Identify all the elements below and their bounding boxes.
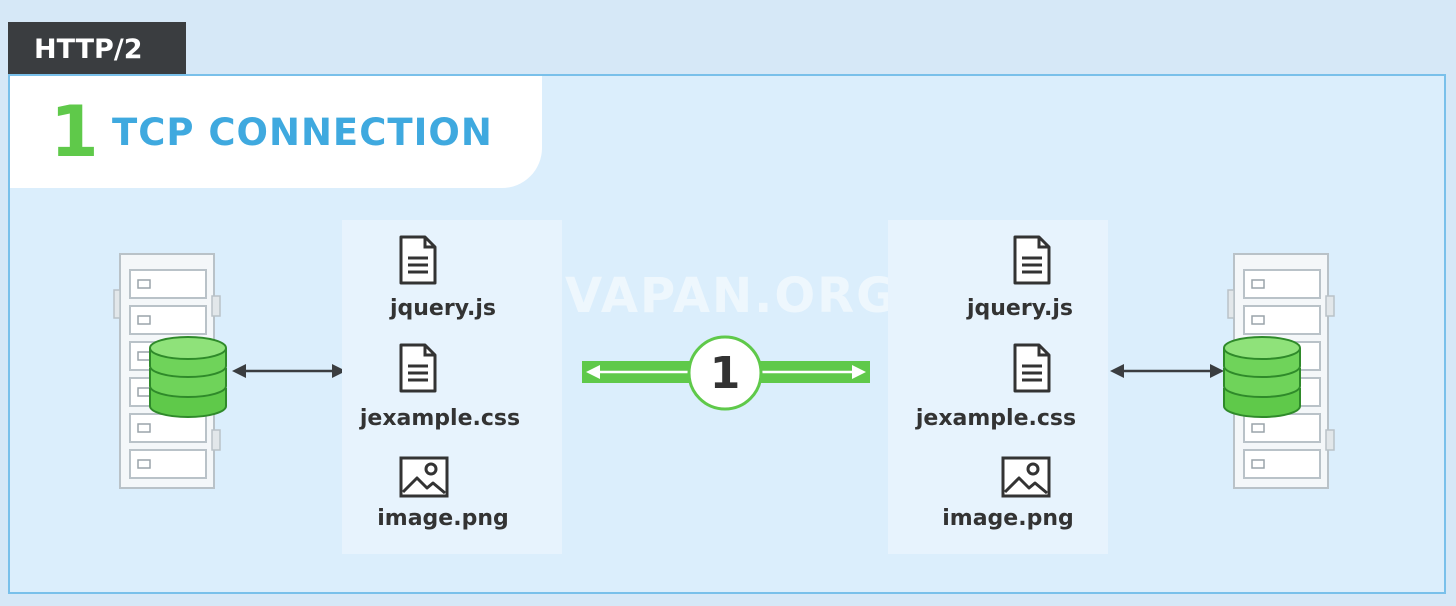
watermark-text: VAPAN.ORG [565, 268, 898, 324]
tcp-connection-arrow: 1 [582, 335, 870, 411]
right-bidirectional-arrow [1110, 364, 1224, 378]
file-name: image.png [377, 506, 509, 531]
connection-count: 1 [710, 348, 741, 399]
image-icon [944, 456, 1108, 498]
document-icon [342, 342, 494, 394]
image-icon [342, 456, 506, 498]
right-files-panel: jquery.js jexample.css image.png [888, 220, 1108, 554]
file-name: jquery.js [966, 296, 1074, 321]
left-files-panel: jquery.js jexample.css image.png [342, 220, 562, 554]
tcp-label: TCP CONNECTION [112, 110, 493, 154]
file-name: jexample.css [359, 406, 521, 431]
file-name: jquery.js [389, 296, 497, 321]
document-icon [956, 234, 1108, 286]
left-bidirectional-arrow [232, 364, 346, 378]
right-database-icon [1223, 336, 1301, 418]
file-name: image.png [942, 506, 1074, 531]
document-icon [956, 342, 1108, 394]
right-server-icon [1223, 253, 1335, 489]
file-name: jexample.css [915, 406, 1077, 431]
left-database-icon [149, 336, 227, 418]
document-icon [342, 234, 494, 286]
protocol-tab: HTTP/2 [8, 22, 186, 76]
protocol-label: HTTP/2 [34, 33, 143, 65]
left-server-icon [113, 253, 227, 489]
tcp-banner: 1 TCP CONNECTION [10, 76, 542, 188]
tcp-count: 1 [50, 91, 99, 173]
